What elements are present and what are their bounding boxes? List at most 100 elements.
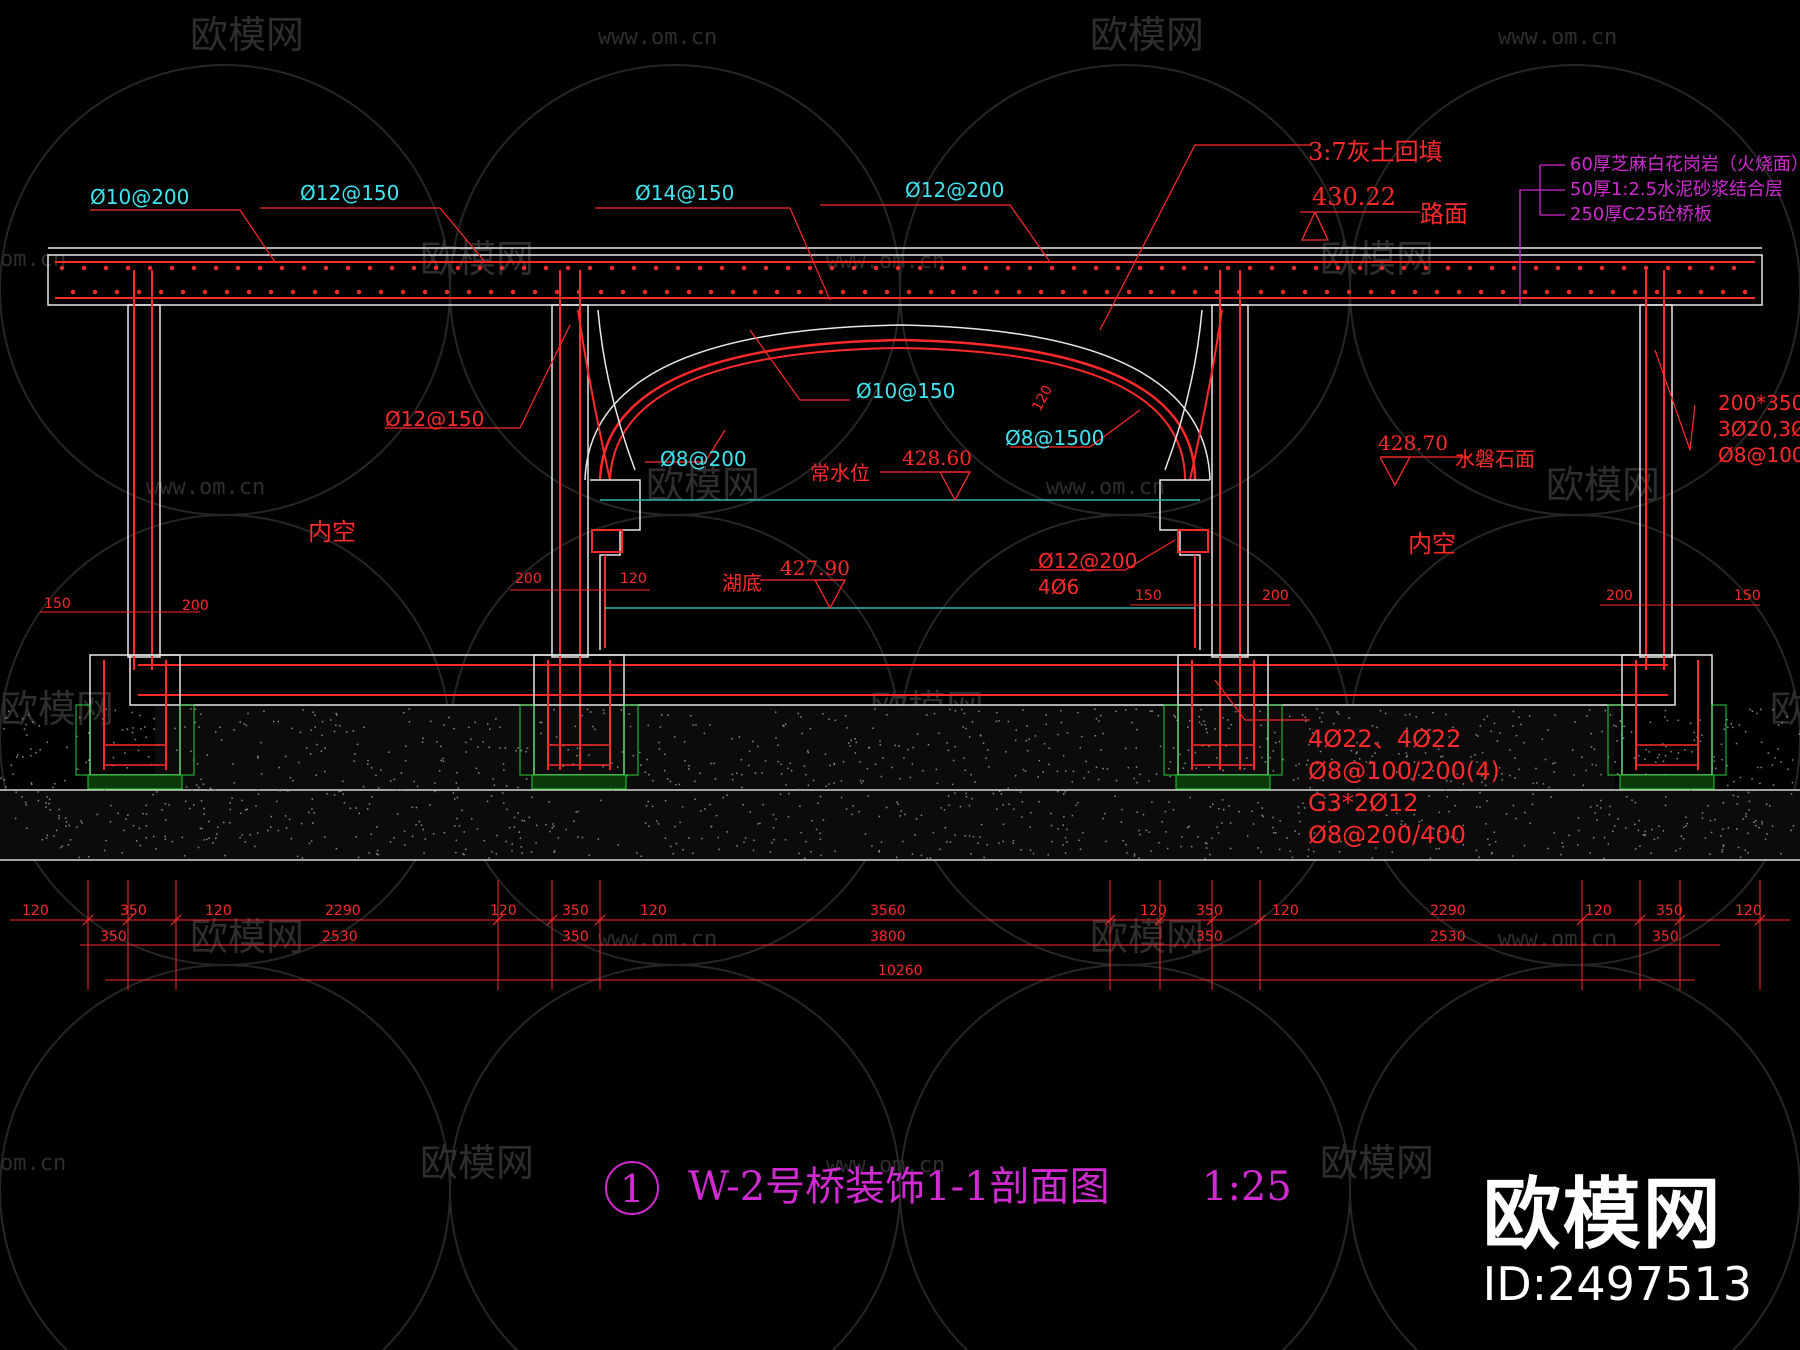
dim-label: 120: [620, 571, 647, 587]
dim-label: 200: [1262, 588, 1289, 604]
footings: [75, 654, 1727, 790]
dim-label: 120: [1585, 903, 1612, 919]
title-number: 1: [620, 1167, 644, 1211]
watermark-brand: 欧模网: [1090, 915, 1204, 959]
annotation-backfill: 3:7灰土回填: [1308, 138, 1443, 166]
rebar-label: Ø8@200/400: [1308, 821, 1466, 849]
small-dim-labels: 150 200 200 120 150 200 200 150: [44, 571, 1761, 614]
dim-total: 10260: [878, 963, 923, 979]
watermark-brand: 欧模网: [1320, 237, 1434, 281]
watermark-url: www.om.cn: [146, 475, 265, 500]
dimension-row-1: 120 350 120 2290 120 350 120 3560 120 350 120 2290 1…: [22, 903, 1762, 919]
dim-label: 3560: [870, 903, 906, 919]
annotation-stone: 水磐石面: [1455, 447, 1535, 471]
dim-label: 350: [100, 929, 127, 945]
water-levels: [600, 499, 1200, 609]
rebar-label: Ø12@150: [385, 407, 484, 431]
watermark-url: www.om.cn: [1046, 475, 1165, 500]
watermark-url: www.om.cn: [598, 25, 717, 50]
rebar-label: Ø10@200: [90, 185, 189, 209]
watermark-brand: 欧模网: [1770, 687, 1800, 731]
dimension-lines: [10, 589, 1790, 990]
rebar-label: Ø8@100/: [1718, 443, 1800, 467]
dim-label: 350: [1196, 903, 1223, 919]
rebar-label: 200*350: [1718, 391, 1800, 415]
watermark-url: www.om.cn: [826, 1153, 945, 1178]
watermark-brand: 欧模网: [420, 1141, 534, 1185]
dim-label: 200: [1606, 588, 1633, 604]
dim-label: 200: [182, 598, 209, 614]
rebar-labels: Ø10@200 Ø12@150 Ø14@150 Ø12@200 Ø10@150 …: [90, 178, 1104, 471]
arch-dim: 120: [1029, 383, 1056, 414]
watermark-badge-brand: 欧模网: [1482, 1170, 1723, 1260]
watermark-url: om.cn: [0, 1151, 66, 1176]
rebar-label: G3*2Ø12: [1308, 789, 1419, 817]
rebar-label: Ø12@200: [1038, 549, 1137, 573]
dim-label: 2530: [322, 929, 358, 945]
dim-label: 350: [562, 929, 589, 945]
ground: [0, 705, 1800, 861]
rebar-label: 4Ø6: [1038, 575, 1079, 599]
title-text: W-2号桥装饰1-1剖面图: [688, 1164, 1110, 1210]
layer-label: 50厚1:2.5水泥砂浆结合层: [1570, 179, 1783, 200]
title-scale: 1:25: [1202, 1164, 1292, 1210]
drawing-title: 1 W-2号桥装饰1-1剖面图 1:25: [605, 1161, 1292, 1215]
columns: [127, 270, 1673, 770]
arch: [577, 309, 1223, 650]
dim-label: 2530: [1430, 929, 1466, 945]
rebar-label: Ø8@100/200(4): [1308, 757, 1500, 785]
dim-label: 120: [1272, 903, 1299, 919]
elevation-lake-bottom: 427.90: [780, 556, 850, 580]
watermark-brand: 欧模网: [190, 13, 304, 57]
dim-label: 150: [1135, 588, 1162, 604]
rebar-label: Ø12@150: [300, 181, 399, 205]
watermark-texts: 欧模网 www.om.cn 欧模网 www.om.cn om.cn 欧模网 ww…: [0, 13, 1800, 1185]
watermark-brand: 欧模网: [1320, 1141, 1434, 1185]
title-number-circle: [605, 1161, 659, 1215]
watermark-brand: 欧模网: [0, 687, 114, 731]
annotation-hollow: 内空: [1408, 530, 1456, 558]
rebar-label: Ø10@150: [856, 379, 955, 403]
ground-beam: [129, 654, 1676, 706]
dim-label: 120: [205, 903, 232, 919]
dim-label: 200: [515, 571, 542, 587]
dim-label: 120: [1735, 903, 1762, 919]
watermark-brand: 欧模网: [1090, 13, 1204, 57]
rebar-label: 4Ø22、4Ø22: [1308, 725, 1461, 753]
rebar-label: Ø12@200: [905, 178, 1004, 202]
annotation-lake-bottom: 湖底: [722, 571, 762, 595]
watermark-badge-id: ID:2497513: [1482, 1257, 1752, 1311]
dim-label: 120: [640, 903, 667, 919]
rebar-label: Ø8@200: [660, 447, 747, 471]
watermark-brand: 欧模网: [1546, 463, 1660, 507]
watermark-url: www.om.cn: [598, 927, 717, 952]
dim-label: 120: [22, 903, 49, 919]
dim-label: 350: [1652, 929, 1679, 945]
layer-label: 250厚C25砼桥板: [1570, 204, 1712, 225]
rebar-label: 3Ø20,3Ø: [1718, 417, 1800, 441]
elevation-road: 430.22: [1312, 183, 1396, 211]
dim-label: 350: [562, 903, 589, 919]
dim-label: 350: [1656, 903, 1683, 919]
dim-label: 120: [490, 903, 517, 919]
elevation-markers: [760, 211, 1470, 610]
dim-label: 2290: [325, 903, 361, 919]
annotation-road: 路面: [1420, 200, 1468, 228]
dim-label: 350: [120, 903, 147, 919]
structure-labels: Ø12@150 Ø12@200 4Ø6 4Ø22、4Ø22 Ø8@100/200…: [308, 138, 1800, 849]
layer-leader: [1519, 164, 1565, 305]
elevation-normal-water: 428.60: [902, 446, 972, 470]
rebar-label: Ø8@1500: [1005, 426, 1104, 450]
watermark-url: www.om.cn: [1498, 25, 1617, 50]
annotation-normal-water: 常水位: [810, 461, 870, 485]
watermark-url: www.om.cn: [1498, 927, 1617, 952]
watermark-brand: 欧模网: [190, 915, 304, 959]
dim-label: 150: [44, 596, 71, 612]
dim-label: 2290: [1430, 903, 1466, 919]
leader-lines: [90, 144, 1696, 721]
elevation-stone: 428.70: [1378, 431, 1448, 455]
dim-label: 150: [1734, 588, 1761, 604]
annotation-hollow: 内空: [308, 518, 356, 546]
dim-label: 350: [1196, 929, 1223, 945]
watermark-brand: 欧模网: [420, 237, 534, 281]
